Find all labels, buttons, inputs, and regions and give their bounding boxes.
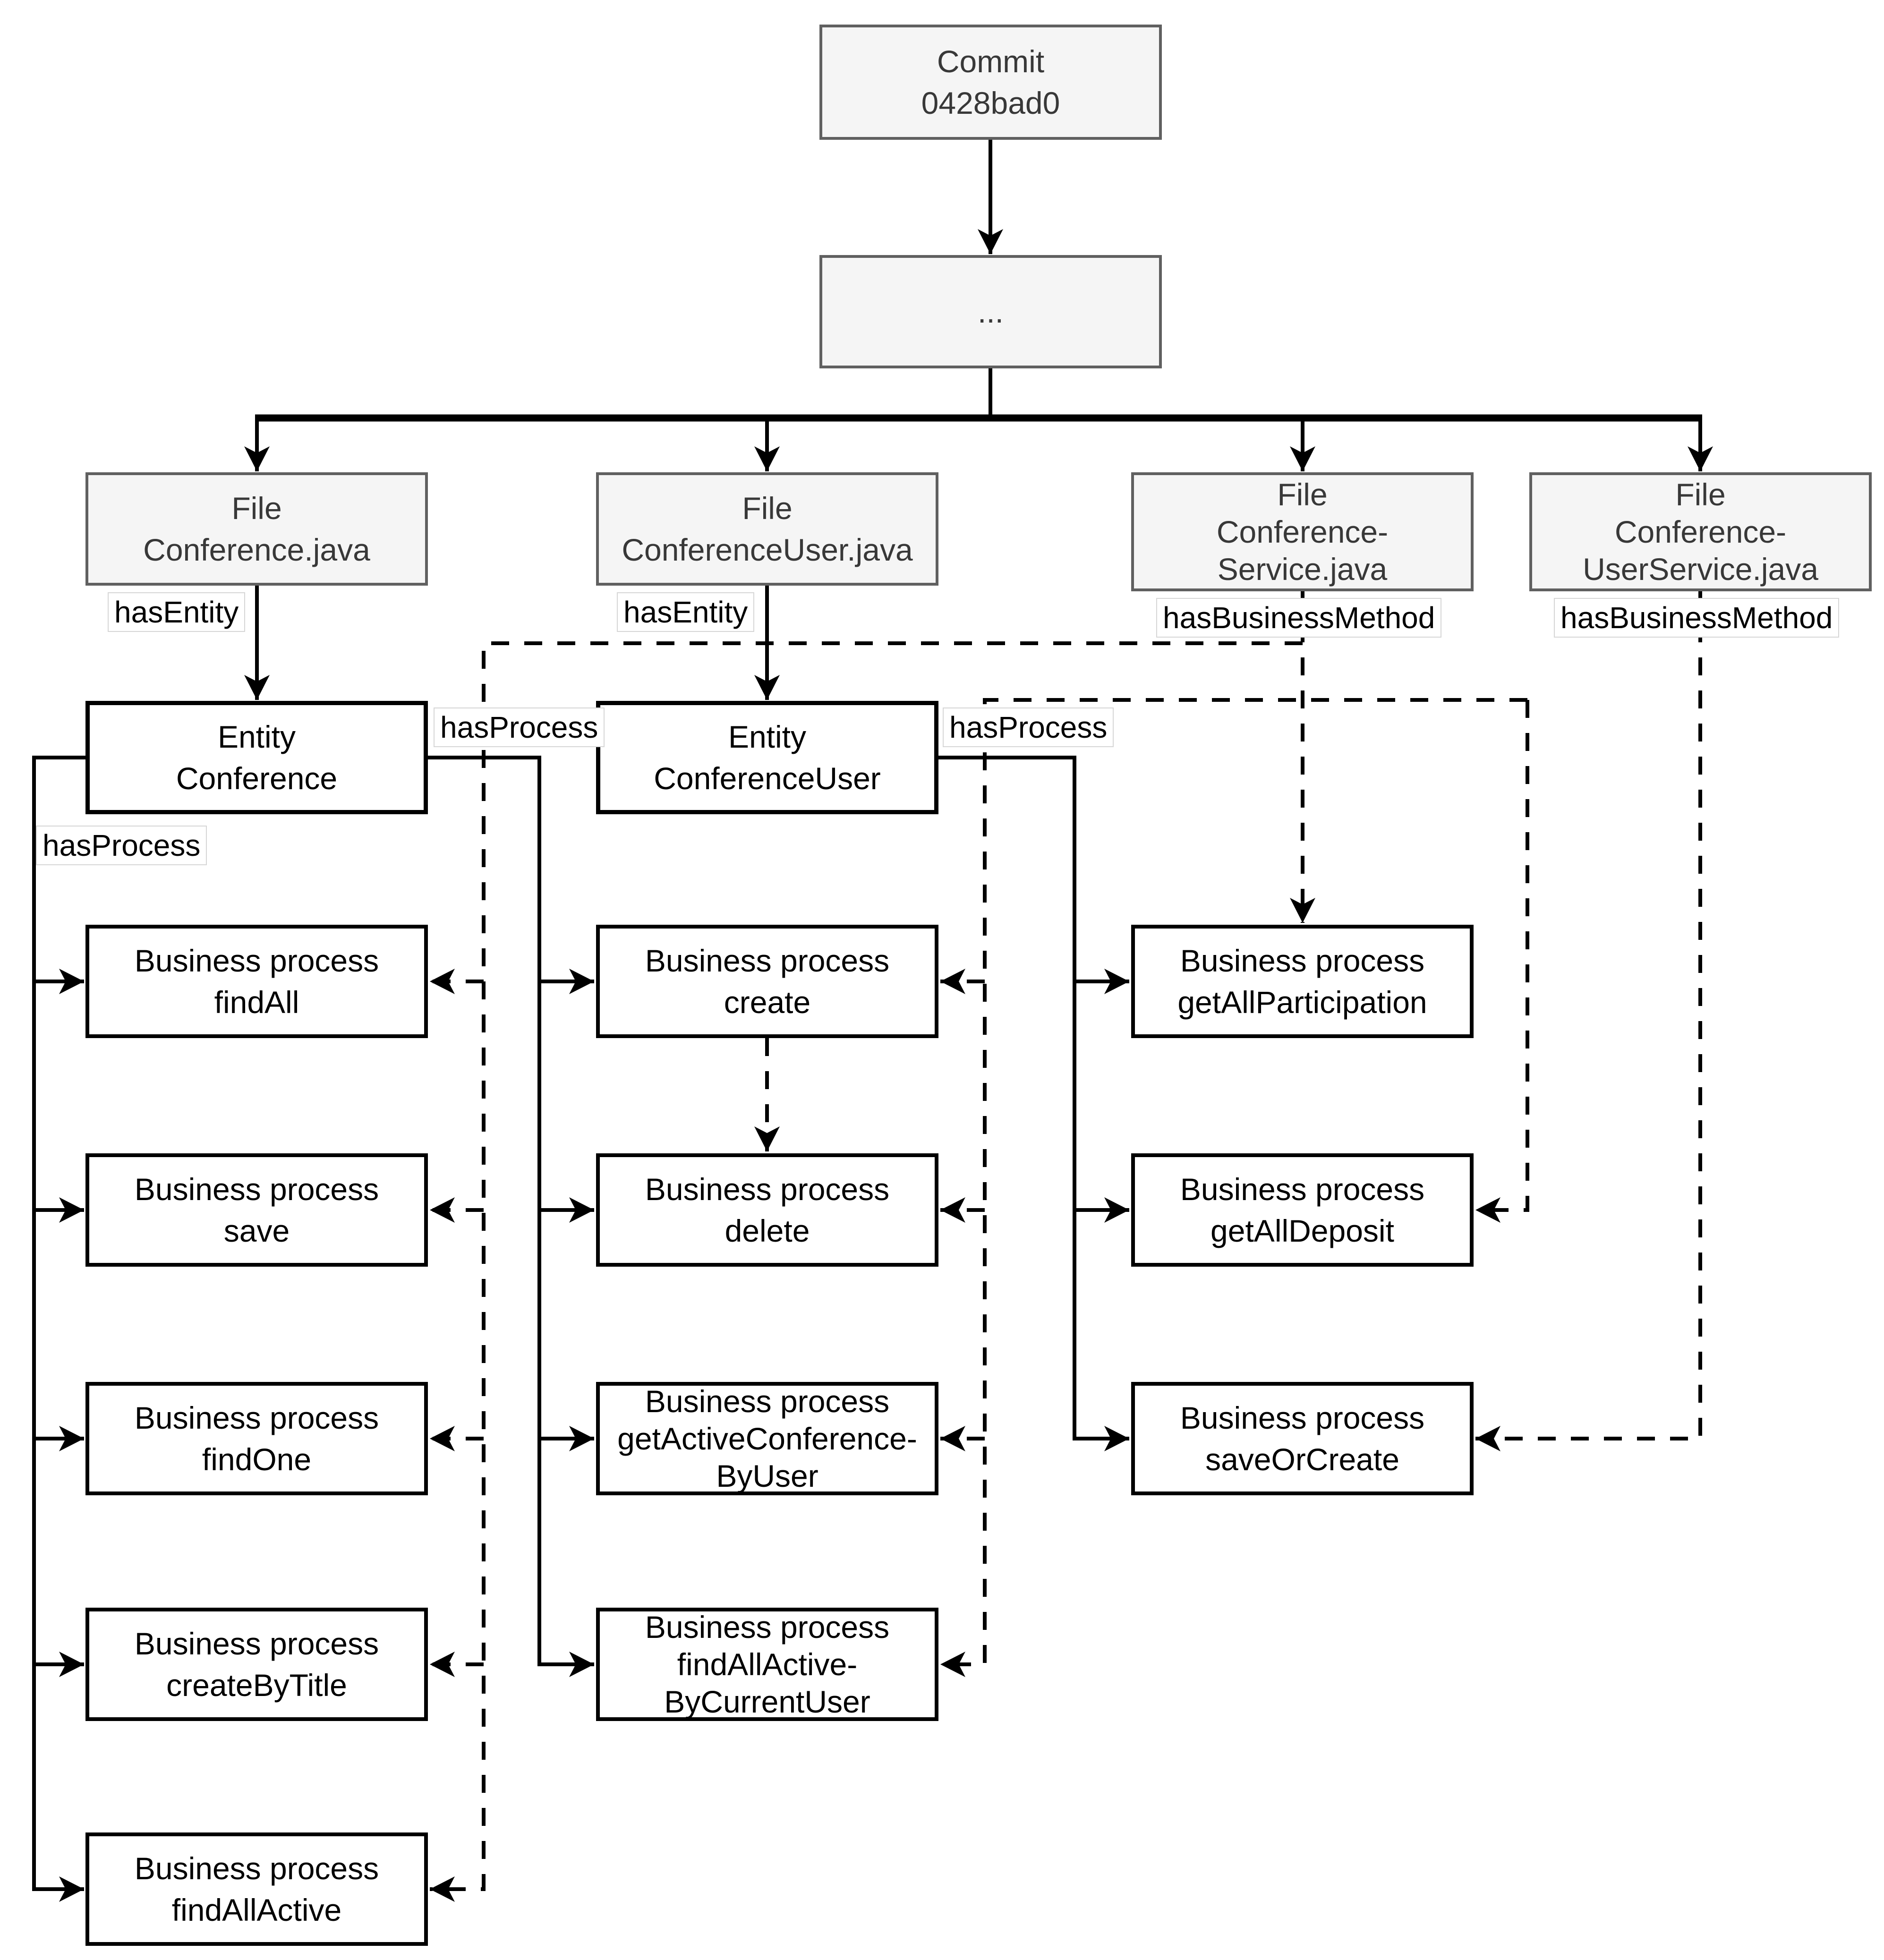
text-line: Conference [176,761,338,796]
bp-node-getactiveconferencebyuser: Business process getActiveConference- By… [596,1382,938,1495]
text-line: Business process [1180,943,1425,978]
file-node-conference-service-java: File Conference- Service.java [1131,472,1474,591]
text-line: saveOrCreate [1205,1442,1399,1477]
edge-label-hasprocess-3: hasProcess [36,826,207,865]
text-line: getAllParticipation [1177,985,1427,1020]
edge-label-hasentity-2: hasEntity [617,592,755,632]
text-line: Business process [645,943,890,978]
bp-node-delete: Business process delete [596,1153,938,1267]
bp-node-findallactivebycurrentuser: Business process findAllActive- ByCurren… [596,1608,938,1721]
text-line: findOne [202,1442,312,1477]
bp-node-getallparticipation: Business process getAllParticipation [1131,925,1474,1038]
text-line: Conference- [1216,514,1389,549]
file-node-conferenceuser-java: File ConferenceUser.java [596,472,938,586]
text-line: Business process [134,943,379,978]
bp-node-findallactive: Business process findAllActive [85,1832,428,1946]
file-node-conference-userservice-java: File Conference- UserService.java [1529,472,1872,591]
text-line: ConferenceUser [654,761,881,796]
text-line: findAllActive- [677,1646,858,1682]
text-line: Entity [217,719,296,754]
trunk-entity2-right [938,756,1130,1451]
text-line: getAllDeposit [1211,1213,1394,1248]
edge-label-hasprocess-2: hasProcess [943,707,1114,747]
text-line: Commit [937,44,1045,79]
text-line: ... [977,294,1004,329]
text-line: Conference- [1614,514,1787,549]
text-line: ConferenceUser.java [622,532,913,567]
dedge-to-getalldeposit [1475,700,1529,1223]
text-line: create [724,985,811,1020]
edge-label-hasbusinessmethod-2: hasBusinessMethod [1554,598,1840,638]
text-line: Business process [645,1172,890,1207]
text-line: 0428bad0 [921,85,1060,120]
text-line: ByUser [716,1458,818,1493]
text-line: Business process [134,1172,379,1207]
dedge-file4-to-saveorcreate [1475,591,1702,1451]
text-line: UserService.java [1583,551,1818,587]
text-line: Business process [134,1400,379,1435]
bp-node-findall: Business process findAll [85,925,428,1038]
text-line: Business process [1180,1172,1425,1207]
text-line: save [223,1213,290,1248]
bp-node-getalldeposit: Business process getAllDeposit [1131,1153,1474,1267]
bp-node-save: Business process save [85,1153,428,1267]
solid-connectors [32,139,1713,1902]
text-line: Business process [134,1851,379,1886]
bp-node-create: Business process create [596,925,938,1038]
text-line: Business process [1180,1400,1425,1435]
text-line: Service.java [1217,551,1388,587]
text-line: File [1277,477,1328,512]
trunk-entity1-left [32,756,85,1902]
text-line: Conference.java [143,532,370,567]
entity-node-conference: Entity Conference [85,701,428,814]
text-line: delete [725,1213,810,1248]
text-line: Business process [645,1609,890,1645]
edge-label-hasentity-1: hasEntity [108,592,246,632]
dashed-connectors [429,591,1702,1902]
text-line: File [742,491,793,526]
text-line: File [1675,477,1726,512]
text-line: getActiveConference- [617,1421,917,1456]
ellipsis-node: ... [819,255,1162,368]
entity-node-conferenceuser: Entity ConferenceUser [596,701,938,814]
dtrunk-col1 [429,641,1303,1902]
text-line: Business process [645,1383,890,1419]
text-line: Entity [728,719,807,754]
text-line: createByTitle [166,1668,347,1703]
file-node-conference-java: File Conference.java [85,472,428,586]
edge-label-hasprocess-1: hasProcess [434,707,605,747]
text-line: findAllActive [171,1892,342,1927]
text-line: ByCurrentUser [664,1684,870,1719]
text-line: findAll [214,985,299,1020]
bp-node-saveorcreate: Business process saveOrCreate [1131,1382,1474,1495]
bp-node-createbytitle: Business process createByTitle [85,1608,428,1721]
text-line: File [231,491,282,526]
bp-node-findone: Business process findOne [85,1382,428,1495]
text-line: Business process [134,1626,379,1661]
dtrunk-col2 [940,698,1527,1677]
commit-node: Commit 0428bad0 [819,25,1162,140]
edge-label-hasbusinessmethod-1: hasBusinessMethod [1156,598,1442,638]
